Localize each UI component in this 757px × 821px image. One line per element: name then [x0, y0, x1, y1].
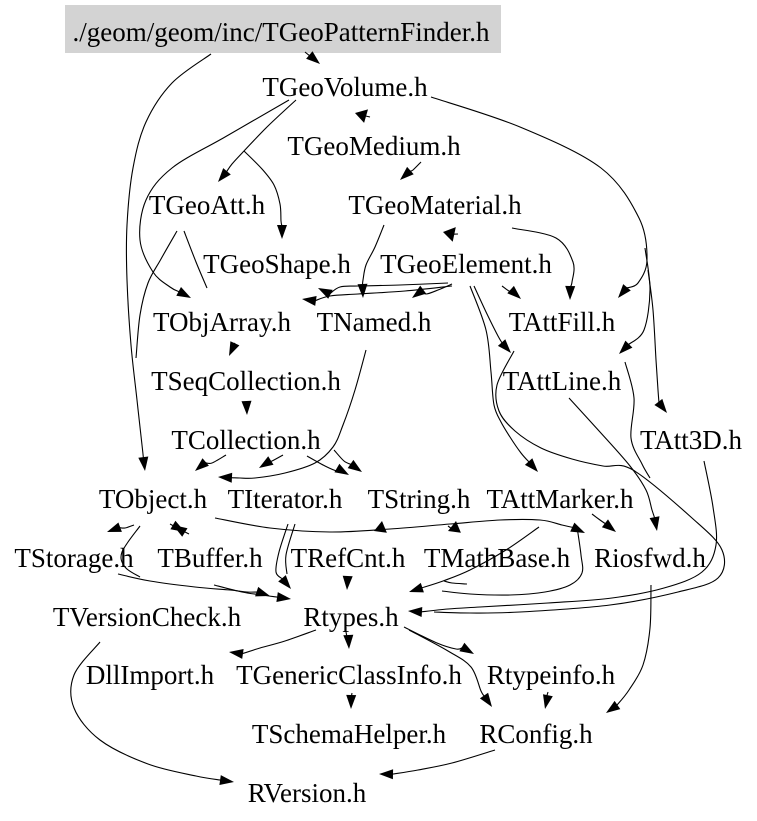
- svg-text:TNamed.h: TNamed.h: [317, 307, 432, 337]
- svg-text:RVersion.h: RVersion.h: [248, 778, 367, 808]
- svg-text:TAtt3D.h: TAtt3D.h: [640, 425, 743, 455]
- svg-text:TObject.h: TObject.h: [99, 484, 208, 514]
- svg-text:TVersionCheck.h: TVersionCheck.h: [53, 602, 242, 632]
- svg-text:TSeqCollection.h: TSeqCollection.h: [151, 366, 341, 396]
- svg-text:TGeoElement.h: TGeoElement.h: [380, 249, 552, 279]
- svg-text:Rtypeinfo.h: Rtypeinfo.h: [487, 660, 616, 690]
- svg-text:TBuffer.h: TBuffer.h: [157, 543, 263, 573]
- svg-text:TStorage.h: TStorage.h: [14, 543, 134, 573]
- svg-text:TAttLine.h: TAttLine.h: [503, 366, 622, 396]
- svg-text:TSchemaHelper.h: TSchemaHelper.h: [252, 719, 447, 749]
- svg-text:TCollection.h: TCollection.h: [171, 425, 321, 455]
- svg-text:TGeoMaterial.h: TGeoMaterial.h: [348, 190, 522, 220]
- svg-text:TMathBase.h: TMathBase.h: [424, 543, 571, 573]
- svg-text:Rtypes.h: Rtypes.h: [303, 602, 399, 632]
- svg-text:TAttMarker.h: TAttMarker.h: [486, 484, 634, 514]
- svg-text:TGenericClassInfo.h: TGenericClassInfo.h: [236, 660, 462, 690]
- svg-text:TIterator.h: TIterator.h: [228, 484, 343, 514]
- svg-text:TAttFill.h: TAttFill.h: [509, 307, 616, 337]
- svg-text:TGeoShape.h: TGeoShape.h: [203, 249, 351, 279]
- svg-text:TObjArray.h: TObjArray.h: [153, 307, 291, 337]
- svg-text:DllImport.h: DllImport.h: [86, 660, 215, 690]
- svg-text:TGeoMedium.h: TGeoMedium.h: [287, 131, 461, 161]
- svg-text:TGeoAtt.h: TGeoAtt.h: [149, 190, 266, 220]
- svg-text:TString.h: TString.h: [368, 484, 471, 514]
- svg-text:TRefCnt.h: TRefCnt.h: [291, 543, 406, 573]
- svg-text:Riosfwd.h: Riosfwd.h: [594, 543, 706, 573]
- svg-text:./geom/geom/inc/TGeoPatternFin: ./geom/geom/inc/TGeoPatternFinder.h: [73, 17, 490, 47]
- svg-text:TGeoVolume.h: TGeoVolume.h: [262, 72, 428, 102]
- svg-text:RConfig.h: RConfig.h: [479, 719, 593, 749]
